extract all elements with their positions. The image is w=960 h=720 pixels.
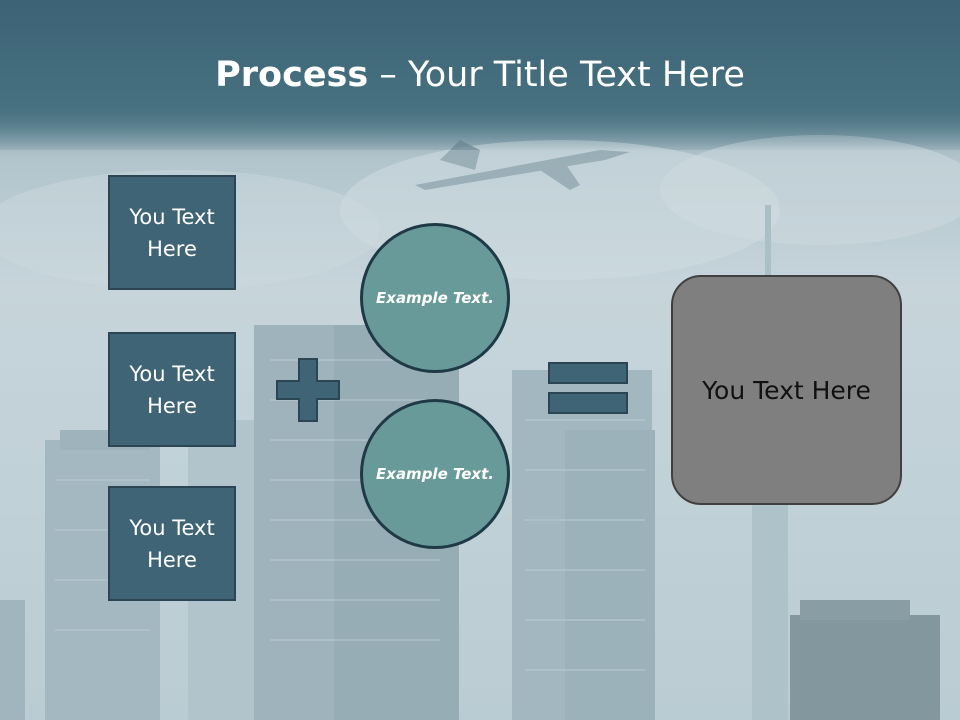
example-circle-1[interactable]: Example Text. (360, 223, 510, 373)
example-circle-2[interactable]: Example Text. (360, 399, 510, 549)
airplane-silhouette (415, 140, 630, 190)
slide-title: Process – Your Title Text Here (0, 52, 960, 98)
input-box-1[interactable]: You Text Here (108, 175, 236, 290)
title-bold: Process (215, 55, 369, 95)
title-band (0, 0, 960, 150)
title-rest: – Your Title Text Here (368, 55, 745, 95)
input-box-2[interactable]: You Text Here (108, 332, 236, 447)
plus-icon (276, 358, 340, 422)
input-box-3[interactable]: You Text Here (108, 486, 236, 601)
result-box[interactable]: You Text Here (671, 275, 902, 505)
equals-icon (548, 362, 628, 414)
